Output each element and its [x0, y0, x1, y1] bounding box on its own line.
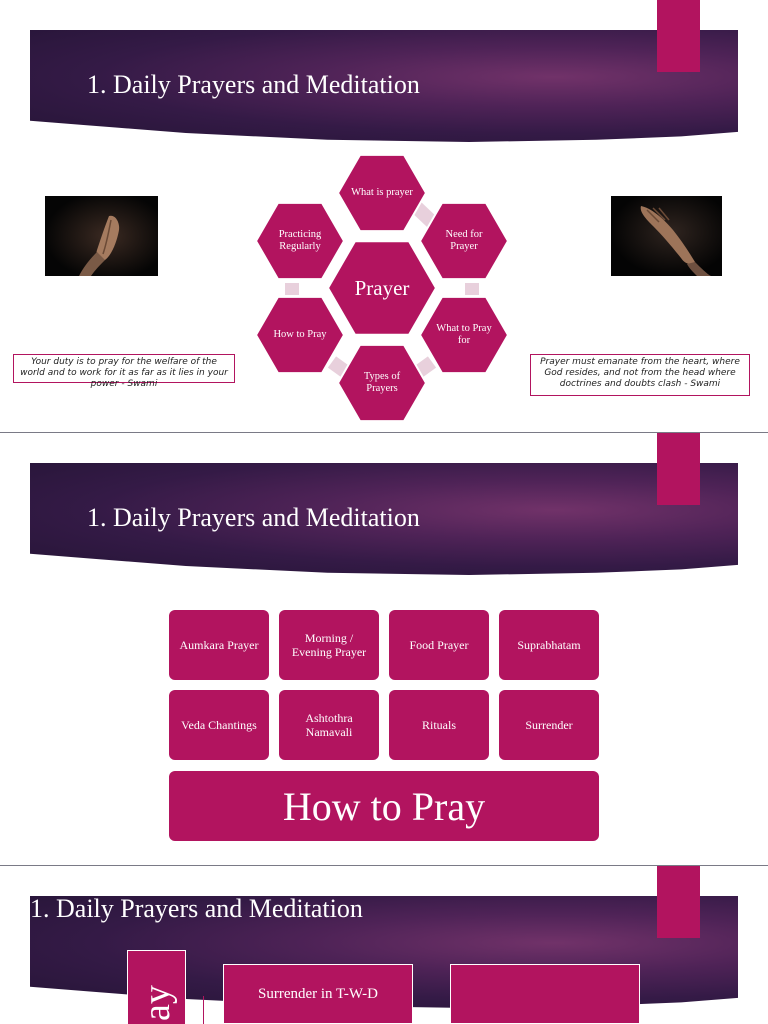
slide-2: 1. Daily Prayers and Meditation Aumkara … — [0, 433, 768, 865]
vertical-text-box: ay — [127, 950, 186, 1024]
hexagon-types-of-prayers: Types of Prayers — [363, 371, 401, 394]
tile-suprabhatam: Suprabhatam — [499, 610, 599, 680]
slide-3: 1. Daily Prayers and Meditation ay Surre… — [0, 866, 768, 1024]
hexagon-practicing-regularly-shape — [254, 201, 346, 281]
tile-morning-evening-prayer: Morning / Evening Prayer — [279, 610, 379, 680]
praying-hands-photo-right — [611, 196, 722, 276]
tile-veda-chantings: Veda Chantings — [169, 690, 269, 760]
slide-title: 1. Daily Prayers and Meditation — [87, 70, 420, 99]
title-banner — [30, 30, 738, 142]
center-hexagon-label: Prayer — [354, 276, 410, 300]
hexagon-need-for-prayer-shape — [418, 201, 510, 281]
hexagon-how-to-pray-shape — [254, 295, 346, 375]
vertical-text: ay — [135, 985, 178, 1021]
prayer-hexagon-diagram — [254, 153, 510, 423]
vertical-line — [203, 996, 204, 1024]
hexagon-what-to-pray-for: What to Pray for — [436, 323, 492, 346]
praying-hands-photo-left — [45, 196, 158, 276]
accent-tab — [657, 0, 700, 72]
tile-ashtothra-namavali: Ashtothra Namavali — [279, 690, 379, 760]
hexagon-need-for-prayer: Need for Prayer — [445, 229, 483, 252]
hexagon-types-of-prayers-shape — [336, 343, 428, 423]
tile-aumkara-prayer: Aumkara Prayer — [169, 610, 269, 680]
tile-rituals: Rituals — [389, 690, 489, 760]
empty-box — [450, 964, 640, 1024]
hexagon-how-to-pray: How to Pray — [273, 329, 327, 340]
tile-food-prayer: Food Prayer — [389, 610, 489, 680]
slide-title: 1. Daily Prayers and Meditation — [30, 894, 363, 923]
title-banner — [30, 463, 738, 575]
slide-title: 1. Daily Prayers and Meditation — [87, 503, 420, 532]
hexagon-what-to-pray-for-shape — [418, 295, 510, 375]
how-to-pray-tile: How to Pray — [169, 771, 599, 841]
slide-divider — [0, 865, 768, 866]
surrender-box: Surrender in T-W-D — [223, 964, 413, 1024]
hexagon-what-is-prayer: What is prayer — [351, 187, 413, 198]
hexagon-what-is-prayer-shape — [336, 153, 428, 233]
tile-surrender: Surrender — [499, 690, 599, 760]
slide-divider — [0, 432, 768, 433]
hexagon-practicing-regularly: Practicing Regularly — [278, 229, 322, 252]
slide-1: 1. Daily Prayers and Meditation Prayer W… — [0, 0, 768, 432]
center-hexagon-shape — [326, 240, 438, 336]
accent-tab — [657, 866, 700, 938]
accent-tab — [657, 433, 700, 505]
quote-left: Your duty is to pray for the welfare of … — [13, 354, 235, 389]
quote-right: Prayer must emanate from the heart, wher… — [530, 354, 750, 396]
